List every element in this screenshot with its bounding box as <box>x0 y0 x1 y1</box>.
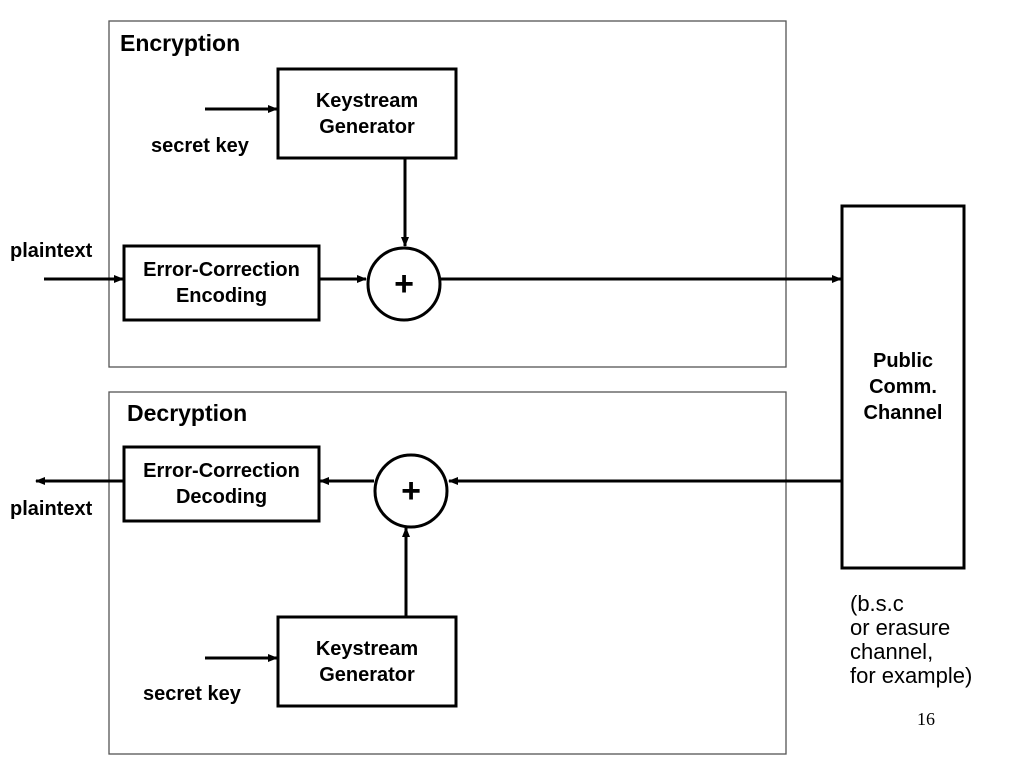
encryption-keystream-line2: Generator <box>319 115 415 138</box>
encryption-secret-key-label: secret key <box>151 135 249 157</box>
error-correction-decoding-box <box>122 445 321 523</box>
channel-note-line1: (b.s.c <box>850 591 904 616</box>
encryption-keystream-generator-label: Keystream Generator <box>278 69 456 158</box>
error-correction-encoding-box <box>122 244 321 322</box>
page-number: 16 <box>917 709 935 729</box>
public-channel-box <box>840 204 966 570</box>
channel-note-line2: or erasure <box>850 615 951 640</box>
decryption-panel <box>108 391 787 755</box>
decryption-xor-circle <box>373 453 449 529</box>
channel-line3: Channel <box>863 402 943 424</box>
decryption-secret-key-label: secret key <box>143 683 241 705</box>
encryption-keystream-generator-box <box>276 67 458 160</box>
channel-note-line3: channel, <box>850 639 934 664</box>
decryption-title: Decryption <box>127 400 248 426</box>
channel-note-line4: for example) <box>850 663 973 688</box>
decryption-keystream-line2: Generator <box>319 663 415 686</box>
encryption-panel <box>108 20 787 368</box>
encryption-keystream-line1: Keystream <box>315 89 419 112</box>
decryption-keystream-generator-box <box>276 615 458 708</box>
decryption-xor-symbol: + <box>401 472 421 510</box>
channel-note: (b.s.c or erasure channel, for example) <box>850 592 972 688</box>
decoding-line2: Decoding <box>175 486 268 508</box>
encryption-xor-circle <box>366 246 442 322</box>
decryption-keystream-line1: Keystream <box>315 637 419 660</box>
error-correction-decoding-label: Error-Correction Decoding <box>124 447 319 521</box>
encryption-xor-symbol: + <box>394 265 414 303</box>
decoding-line1: Error-Correction <box>143 460 300 482</box>
plaintext-input-label: plaintext <box>10 240 93 262</box>
encoding-line2: Encoding <box>175 285 268 307</box>
channel-line2: Comm. <box>869 376 937 398</box>
decryption-keystream-generator-label: Keystream Generator <box>278 617 456 706</box>
channel-line1: Public <box>872 350 933 372</box>
encryption-title: Encryption <box>120 30 241 56</box>
error-correction-encoding-label: Error-Correction Encoding <box>124 246 319 320</box>
public-channel-label: Public Comm. Channel <box>842 206 964 568</box>
encoding-line1: Error-Correction <box>143 259 300 281</box>
plaintext-output-label: plaintext <box>10 498 93 520</box>
